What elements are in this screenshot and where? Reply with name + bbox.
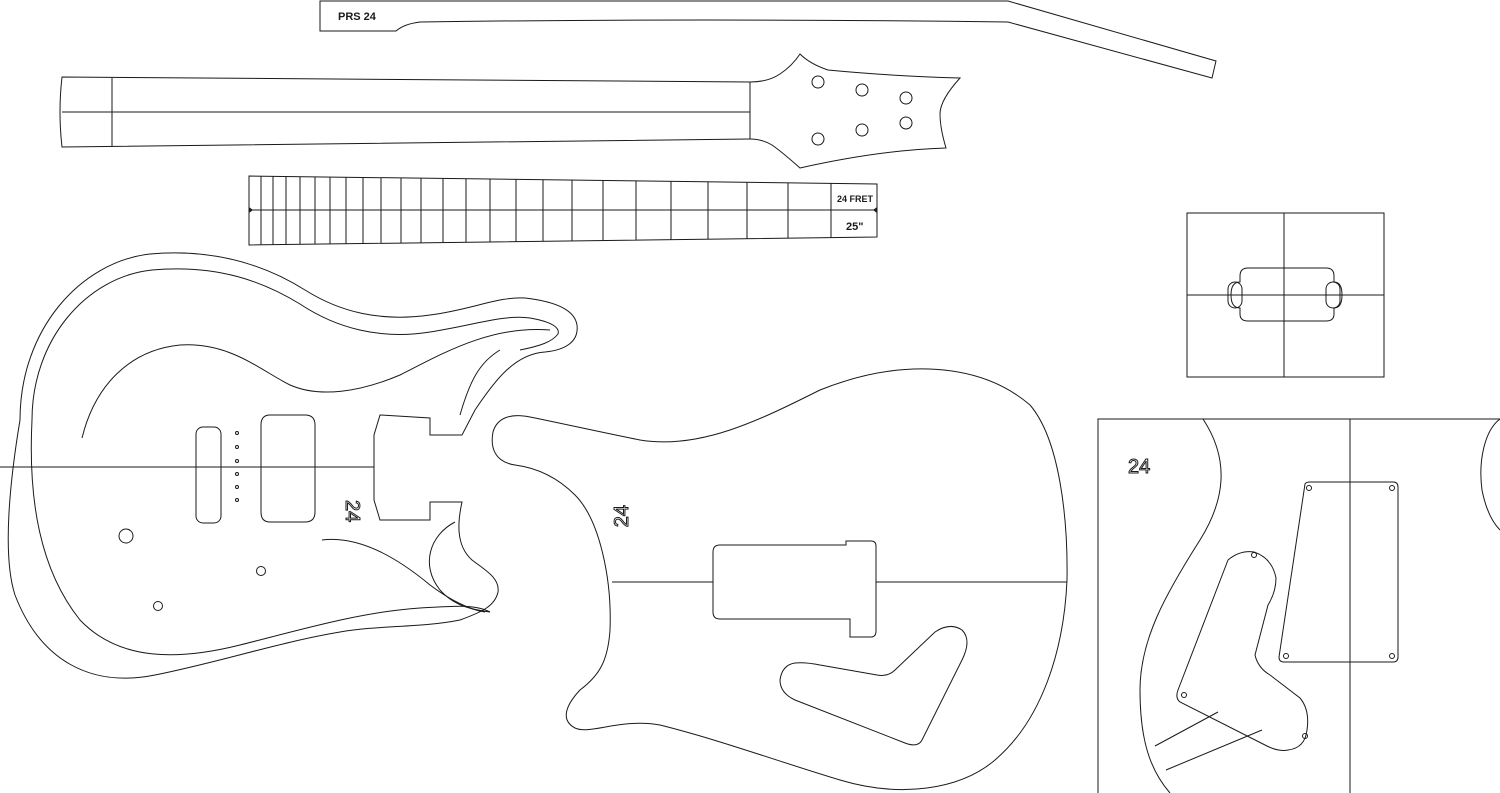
body-back-outline [491,368,1068,791]
pickup-route-template [1186,212,1385,378]
screw-hole [1283,653,1289,659]
marker-dot [235,459,239,463]
screw-hole [1181,692,1187,698]
cover-template-frame [1097,418,1500,793]
tuner-hole [855,123,869,137]
screw-hole [1306,485,1312,491]
control-hole [153,601,163,611]
centerline-arrow-right [873,207,877,213]
cover-body-edge-right [1480,418,1500,531]
scale-length-label: 25" [846,221,863,233]
centerline-arrow-left [249,207,253,213]
spring-cover-plate [1176,551,1309,751]
neck-side-label: PRS 24 [338,11,377,23]
pickup-ear-left [1227,281,1243,309]
lower-carve-contour [321,538,486,613]
tuner-hole [811,75,825,89]
control-cover-plate [1278,481,1399,663]
marker-dot [235,472,239,476]
top-carve-contour [81,328,551,439]
body-back-template: 24 [491,368,1068,791]
cover-body-edge-left [1139,418,1222,793]
body-carve-line-upper [31,268,559,421]
horn-carve-contour [459,349,501,416]
neck-pickup-route [260,414,316,523]
screw-hole [1389,485,1395,491]
tuner-hole [899,116,913,130]
screw-hole [1302,733,1308,739]
cover-cross-line [1154,711,1219,747]
fret-lines [260,176,832,245]
control-hole [256,566,266,576]
single-coil-route [195,426,222,524]
marker-dot [235,498,239,502]
body-top-template: 24 [0,252,578,679]
body-outer-outline [7,252,578,679]
tuner-hole [811,132,825,146]
marker-dot [235,431,239,435]
screw-hole [1389,653,1395,659]
tuner-hole [855,83,869,97]
body-carve-line-lower [30,419,491,656]
control-hole [118,528,134,544]
spring-cavity-route [779,626,968,746]
cover-plate-template: 24 [1097,418,1500,793]
marker-dot [235,445,239,449]
marker-dot [235,485,239,489]
cover-plate-number: 24 [1128,456,1150,478]
cover-cross-line [1165,729,1263,771]
neck-side-profile: PRS 24 [319,0,1217,79]
fretboard-outline [248,175,878,246]
pickup-ear-right [1325,281,1341,309]
fretboard-template: 24 FRET 25" [248,175,878,246]
body-top-number: 24 [341,500,363,522]
tuner-hole [899,91,913,105]
neck-top-view [59,53,962,169]
body-back-number: 24 [611,505,633,527]
fret-count-label: 24 FRET [837,194,874,204]
control-cavity-route [712,540,877,638]
cutaway-carve-contour [428,521,491,613]
screw-hole [1251,552,1257,558]
